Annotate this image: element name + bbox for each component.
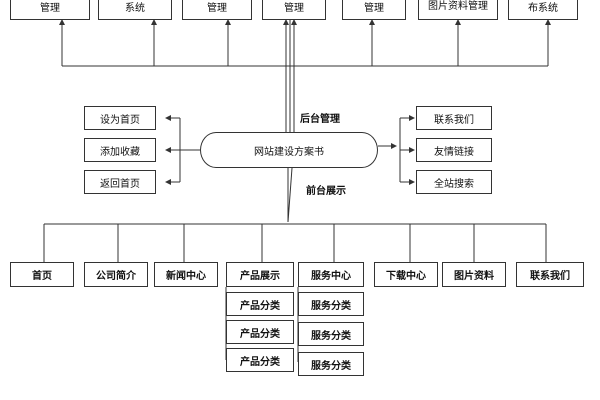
left-link-set-home[interactable]: 设为首页 [84, 106, 156, 130]
right-link-site-search[interactable]: 全站搜索 [416, 170, 492, 194]
nav-home[interactable]: 首页 [10, 262, 74, 287]
center-title: 网站建设方案书 [254, 146, 324, 158]
backend-title: 后台管理 [300, 114, 340, 125]
nav-service[interactable]: 服务中心 [298, 262, 364, 287]
product-category-item[interactable]: 产品分类 [226, 320, 294, 344]
backend-module-box[interactable]: 管理 [342, 0, 406, 20]
backend-module-box[interactable]: 布系统 [508, 0, 578, 20]
nav-contact[interactable]: 联系我们 [516, 262, 584, 287]
backend-module-box[interactable]: 管理 [182, 0, 252, 20]
backend-module-box[interactable]: 管理 [10, 0, 90, 20]
left-link-add-favorite[interactable]: 添加收藏 [84, 138, 156, 162]
nav-products[interactable]: 产品展示 [226, 262, 294, 287]
backend-module-box[interactable]: 图片资料管理 [418, 0, 498, 20]
service-category-item[interactable]: 服务分类 [298, 352, 364, 376]
frontend-title: 前台展示 [306, 186, 346, 197]
service-category-item[interactable]: 服务分类 [298, 292, 364, 316]
service-category-item[interactable]: 服务分类 [298, 322, 364, 346]
right-link-friend-links[interactable]: 友情链接 [416, 138, 492, 162]
backend-module-box[interactable]: 系统 [98, 0, 172, 20]
product-category-item[interactable]: 产品分类 [226, 292, 294, 316]
nav-company[interactable]: 公司简介 [84, 262, 148, 287]
nav-pictures[interactable]: 图片资料 [442, 262, 506, 287]
backend-module-box[interactable]: 管理 [262, 0, 326, 20]
center-node[interactable]: 网站建设方案书 [200, 132, 378, 168]
nav-download[interactable]: 下载中心 [374, 262, 438, 287]
right-link-contact[interactable]: 联系我们 [416, 106, 492, 130]
product-category-item[interactable]: 产品分类 [226, 348, 294, 372]
left-link-return-home[interactable]: 返回首页 [84, 170, 156, 194]
nav-news[interactable]: 新闻中心 [154, 262, 218, 287]
